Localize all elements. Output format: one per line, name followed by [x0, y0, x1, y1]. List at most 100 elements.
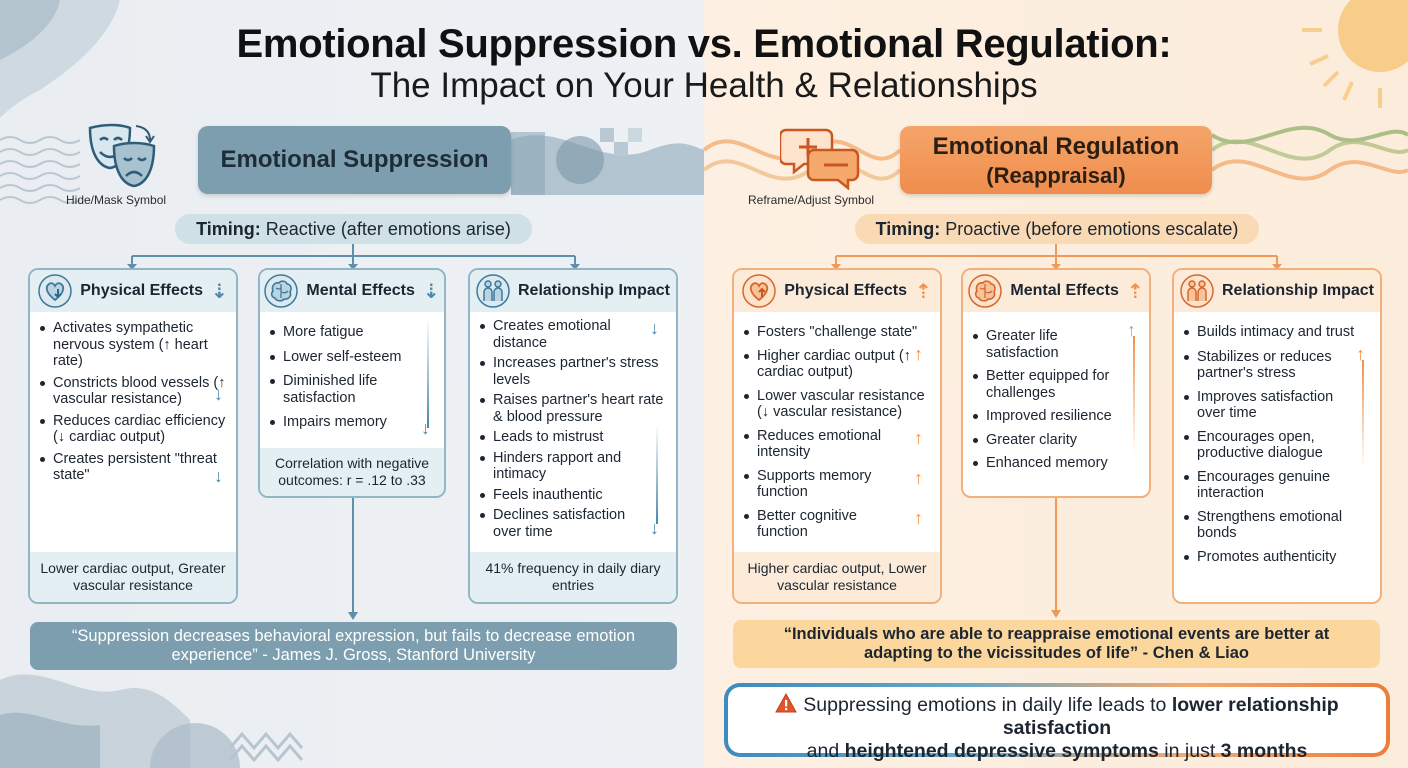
reframe-bubbles-icon [780, 128, 860, 190]
regulation-mental-header: Mental Effects ⇡ [963, 270, 1149, 312]
warning-bold3: 3 months [1220, 740, 1308, 762]
suppression-mental-card: Mental Effects ⇣ More fatigue Lower self… [258, 268, 446, 498]
list-item: Strengthens emotional bonds [1184, 509, 1354, 542]
list-item: Lower vascular resistance (↓ vascular re… [744, 388, 938, 421]
suppression-quote: “Suppression decreases behavioral expres… [30, 622, 677, 670]
regulation-physical-footer: Higher cardiac output, Lower vascular re… [734, 552, 940, 602]
list-item: Hinders rapport and intimacy [480, 450, 630, 483]
regulation-symbol-label: Reframe/Adjust Symbol [748, 193, 875, 207]
regulation-timing-value: Proactive (before emotions escalate) [940, 219, 1239, 239]
suppression-physical-list: Activates sympathetic nervous system (↑ … [40, 320, 234, 488]
list-item: Higher cardiac output (↑ cardiac output) [744, 348, 912, 381]
list-item: Lower self-esteem [270, 349, 420, 366]
regulation-timing: Timing: Proactive (before emotions escal… [855, 214, 1259, 244]
list-item: Creates emotional distance [480, 318, 630, 351]
list-item: Enhanced memory [973, 455, 1123, 472]
decorative-line [1133, 336, 1135, 456]
list-item: Raises partner's heart rate & blood pres… [480, 392, 666, 425]
regulation-header-title: Emotional Regulation [932, 133, 1180, 160]
list-item: Reduces cardiac efficiency (↓ cardiac ou… [40, 413, 234, 446]
list-item: Builds intimacy and trust [1184, 324, 1370, 341]
regulation-mental-card: Mental Effects ⇡ Greater life satisfacti… [961, 268, 1151, 498]
down-arrow-icon: ↓ [421, 418, 430, 438]
suppression-relationship-card: Relationship Impact Creates emotional di… [468, 268, 678, 604]
list-item: Constricts blood vessels (↑ vascular res… [40, 375, 234, 408]
suppression-mental-list: More fatigue Lower self-esteem Diminishe… [270, 324, 420, 435]
couple-icon [1180, 274, 1214, 308]
suppression-header: Emotional Suppression [198, 126, 511, 194]
warning-part3: in just [1158, 740, 1221, 762]
suppression-relationship-title: Relationship Impact [517, 282, 671, 299]
suppression-relationship-footer: 41% frequency in daily diary entries [470, 552, 676, 602]
up-arrow-icon: ↑ [914, 344, 923, 364]
warning-part2: and [806, 740, 845, 762]
suppression-timing: Timing: Reactive (after emotions arise) [175, 214, 532, 244]
regulation-physical-header: Physical Effects ⇡ [734, 270, 940, 312]
regulation-mental-title: Mental Effects [1010, 282, 1119, 299]
regulation-relationship-header: Relationship Impact [1174, 270, 1380, 312]
regulation-quote: “Individuals who are able to reappraise … [733, 620, 1380, 668]
suppression-physical-title: Physical Effects [80, 282, 203, 299]
regulation-physical-card: Physical Effects ⇡ Fosters "challenge st… [732, 268, 942, 604]
regulation-physical-title: Physical Effects [784, 282, 907, 299]
down-arrow-icon: ↓ [650, 518, 659, 538]
up-arrow-icon: ↑ [1127, 320, 1136, 340]
list-item: Declines satisfaction over time [480, 507, 630, 540]
list-item: Better cognitive function [744, 508, 894, 541]
warning-icon [775, 693, 798, 713]
regulation-physical-list: Fosters "challenge state" Higher cardiac… [744, 324, 938, 545]
list-item: Activates sympathetic nervous system (↑ … [40, 320, 234, 370]
page-subtitle: The Impact on Your Health & Relationship… [370, 66, 1038, 105]
suppression-relationship-header: Relationship Impact [470, 270, 676, 312]
list-item: More fatigue [270, 324, 420, 341]
suppression-relationship-list: Creates emotional distance Increases par… [480, 318, 666, 544]
down-arrow-icon: ⇣ [422, 280, 440, 303]
suppression-mental-header: Mental Effects ⇣ [260, 270, 444, 312]
brain-icon [264, 274, 299, 308]
decorative-line [656, 424, 658, 524]
list-item: Impairs memory [270, 414, 420, 431]
masks-icon [88, 123, 156, 188]
decorative-line [1362, 360, 1364, 470]
list-item: Encourages genuine interaction [1184, 469, 1344, 502]
list-item: Promotes authenticity [1184, 549, 1370, 566]
suppression-mental-title: Mental Effects [306, 282, 415, 299]
warning-callout: Suppressing emotions in daily life leads… [724, 683, 1390, 762]
up-arrow-icon: ↑ [914, 508, 923, 528]
down-arrow-icon: ⇣ [210, 280, 228, 303]
suppression-timing-label: Timing: [196, 219, 261, 239]
list-item: Fosters "challenge state" [744, 324, 938, 341]
down-arrow-icon: ↓ [214, 384, 223, 404]
warning-part1: Suppressing emotions in daily life leads… [803, 694, 1172, 716]
list-item: Diminished life satisfaction [270, 373, 420, 406]
couple-icon [476, 274, 510, 308]
down-arrow-icon: ↓ [650, 318, 659, 338]
suppression-timing-value: Reactive (after emotions arise) [260, 219, 511, 239]
list-item: Encourages open, productive dialogue [1184, 429, 1344, 462]
up-arrow-icon: ⇡ [1126, 280, 1144, 303]
decorative-line [427, 318, 429, 428]
warning-bold1: lower relationship satisfaction [1002, 694, 1339, 739]
suppression-physical-header: Physical Effects ⇣ [30, 270, 236, 312]
regulation-header-subtitle: (Reappraisal) [986, 163, 1126, 188]
suppression-physical-footer: Lower cardiac output, Greater vascular r… [30, 552, 236, 602]
up-arrow-icon: ↑ [914, 428, 923, 448]
heart-up-icon [742, 274, 776, 308]
suppression-symbol-label: Hide/Mask Symbol [66, 193, 167, 207]
brain-icon [968, 274, 1003, 308]
list-item: Supports memory function [744, 468, 894, 501]
up-arrow-icon: ↑ [1356, 344, 1365, 364]
list-item: Greater clarity [973, 432, 1123, 449]
warning-bold2: heightened depressive symptoms [844, 740, 1159, 762]
heart-down-icon [38, 274, 72, 308]
list-item: Leads to mistrust [480, 429, 666, 446]
suppression-mental-footer: Correlation with negative outcomes: r = … [260, 448, 444, 496]
list-item: Stabilizes or reduces partner's stress [1184, 349, 1344, 382]
page-title: Emotional Suppression vs. Emotional Regu… [236, 22, 1172, 66]
list-item: Better equipped for challenges [973, 368, 1123, 401]
up-arrow-icon: ⇡ [914, 280, 932, 303]
list-item: Improves satisfaction over time [1184, 389, 1344, 422]
regulation-relationship-title: Relationship Impact [1221, 282, 1375, 299]
list-item: Improved resilience [973, 408, 1123, 425]
